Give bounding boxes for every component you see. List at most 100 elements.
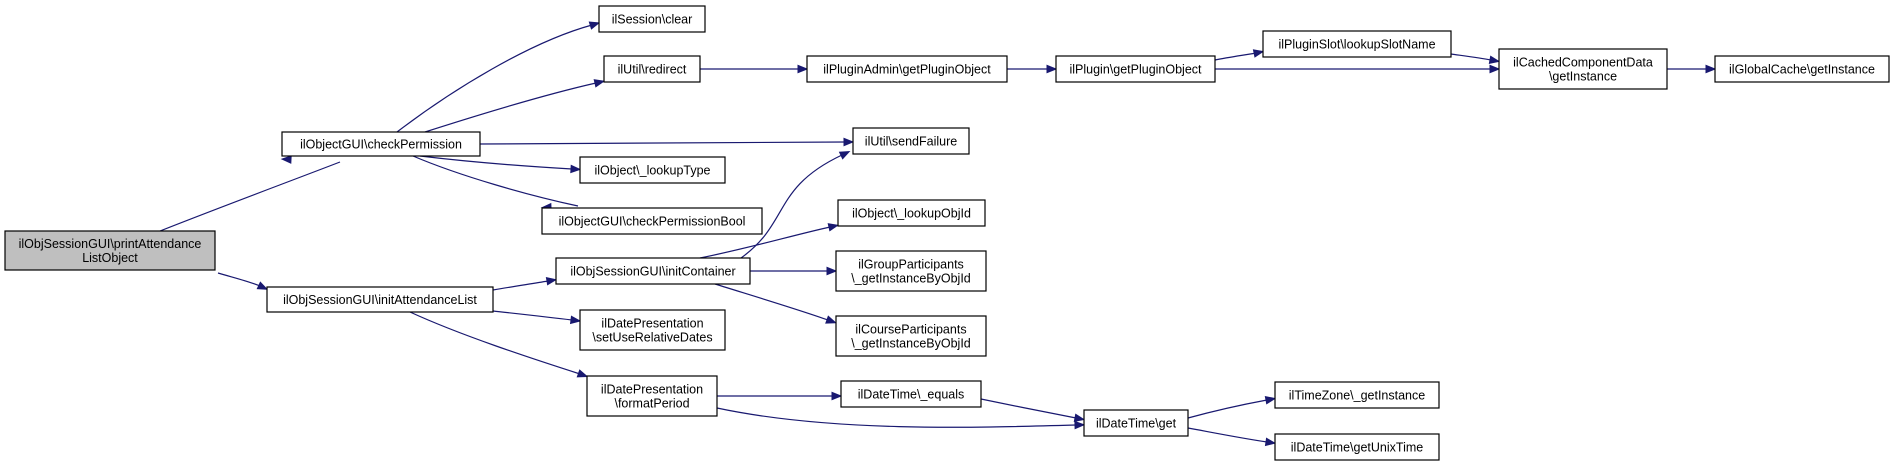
node-sendFailure[interactable]: ilUtil\sendFailure bbox=[852, 127, 970, 155]
node-lookupObjId[interactable]: ilObject\_lookupObjId bbox=[837, 199, 986, 227]
node-box bbox=[840, 380, 982, 408]
edge-initAttendanceList-to-initContainer bbox=[492, 276, 558, 291]
node-checkPermission[interactable]: ilObjectGUI\checkPermission bbox=[281, 131, 481, 157]
node-groupParticipants[interactable]: ilGroupParticipants\_getInstanceByObjId bbox=[835, 250, 987, 292]
node-formatPeriod[interactable]: ilDatePresentation\formatPeriod bbox=[586, 375, 718, 417]
edge-line bbox=[1214, 52, 1257, 61]
node-cachedComponent[interactable]: ilCachedComponentData\getInstance bbox=[1498, 48, 1668, 90]
arrowhead bbox=[545, 276, 558, 286]
edge-line bbox=[409, 311, 581, 375]
node-label: ilPluginAdmin\getPluginObject bbox=[823, 63, 991, 77]
arrowhead bbox=[1074, 420, 1086, 430]
node-box bbox=[1714, 55, 1890, 83]
arrowhead bbox=[838, 151, 851, 160]
arrowhead bbox=[1488, 55, 1501, 65]
node-lookupType[interactable]: ilObject\_lookupType bbox=[579, 156, 726, 184]
node-label: ilObjectGUI\checkPermissionBool bbox=[559, 215, 746, 229]
edge-dateTimeGet-to-timeZone bbox=[1187, 396, 1277, 419]
arrowhead bbox=[1264, 437, 1277, 447]
edge-line bbox=[419, 155, 573, 170]
node-box bbox=[1055, 55, 1216, 83]
node-courseParticipants[interactable]: ilCourseParticipants\_getInstanceByObjId bbox=[835, 315, 987, 357]
edge-line bbox=[424, 82, 597, 133]
node-getUnixTime[interactable]: ilDateTime\getUnixTime bbox=[1274, 433, 1440, 461]
edge-pluginGet-to-cachedComponent bbox=[1215, 64, 1501, 74]
edge-pluginGet-to-lookupSlotName bbox=[1214, 49, 1265, 61]
node-box bbox=[579, 156, 726, 184]
arrowhead bbox=[826, 266, 838, 276]
node-box bbox=[806, 55, 1008, 83]
node-box bbox=[281, 131, 481, 157]
edge-line bbox=[479, 141, 846, 145]
nodes-layer: ilObjSessionGUI\printAttendanceListObjec… bbox=[4, 5, 1890, 461]
edge-pluginAdminGet-to-pluginGet bbox=[1007, 64, 1058, 74]
node-box bbox=[266, 286, 494, 313]
node-sessionClear[interactable]: ilSession\clear bbox=[598, 5, 706, 33]
node-label: \setUseRelativeDates bbox=[592, 331, 712, 345]
node-pluginAdminGet[interactable]: ilPluginAdmin\getPluginObject bbox=[806, 55, 1008, 83]
node-box bbox=[1274, 381, 1440, 409]
edge-lookupSlotName-to-cachedComponent bbox=[1450, 53, 1501, 65]
node-label: \getInstance bbox=[1549, 70, 1617, 84]
edge-line bbox=[716, 407, 1077, 428]
node-label: ilDateTime\getUnixTime bbox=[1291, 441, 1423, 455]
arrowhead bbox=[843, 137, 855, 147]
node-printAttendance[interactable]: ilObjSessionGUI\printAttendanceListObjec… bbox=[4, 230, 216, 271]
node-initContainer[interactable]: ilObjSessionGUI\initContainer bbox=[555, 257, 751, 285]
node-label: ilGlobalCache\getInstance bbox=[1729, 63, 1875, 77]
node-globalCache[interactable]: ilGlobalCache\getInstance bbox=[1714, 55, 1890, 83]
arrowhead bbox=[576, 369, 589, 378]
edge-cachedComponent-to-globalCache bbox=[1667, 64, 1717, 74]
node-label: ListObject bbox=[82, 251, 138, 265]
edge-line bbox=[714, 283, 829, 321]
node-setUseRelativeDates[interactable]: ilDatePresentation\setUseRelativeDates bbox=[579, 309, 726, 351]
edge-initAttendanceList-to-formatPeriod bbox=[409, 311, 589, 378]
node-box bbox=[541, 207, 763, 235]
arrowhead bbox=[1252, 49, 1265, 58]
node-lookupSlotName[interactable]: ilPluginSlot\lookupSlotName bbox=[1262, 30, 1452, 58]
edge-printAttendance-to-initAttendanceList bbox=[217, 272, 269, 290]
node-box bbox=[1498, 48, 1668, 90]
edge-checkPermission-to-checkPermissionBool bbox=[412, 155, 579, 212]
node-label: ilCourseParticipants bbox=[855, 323, 966, 337]
node-box bbox=[852, 127, 970, 155]
node-label: ilObjSessionGUI\initAttendanceList bbox=[283, 293, 477, 307]
node-box bbox=[1274, 433, 1440, 461]
node-box bbox=[835, 315, 987, 357]
edge-formatPeriod-to-dateTimeGet bbox=[716, 407, 1086, 430]
edge-line bbox=[699, 226, 831, 259]
node-timeZone[interactable]: ilTimeZone\_getInstance bbox=[1274, 381, 1440, 409]
edges-layer bbox=[159, 21, 1717, 447]
node-label: ilGroupParticipants bbox=[858, 258, 964, 272]
arrowhead bbox=[569, 315, 582, 325]
node-redirect[interactable]: ilUtil\redirect bbox=[603, 55, 701, 83]
arrowhead bbox=[797, 64, 809, 74]
edge-line bbox=[980, 398, 1077, 419]
node-box bbox=[835, 250, 987, 292]
node-label: ilTimeZone\_getInstance bbox=[1289, 389, 1425, 403]
node-box bbox=[837, 199, 986, 227]
node-checkPermissionBool[interactable]: ilObjectGUI\checkPermissionBool bbox=[541, 207, 763, 235]
node-box bbox=[598, 5, 706, 33]
node-label: ilUtil\sendFailure bbox=[865, 135, 957, 149]
node-box bbox=[579, 309, 726, 351]
arrowhead bbox=[1264, 396, 1277, 405]
node-label: \_getInstanceByObjId bbox=[851, 272, 971, 286]
arrowhead bbox=[588, 21, 601, 30]
arrowhead bbox=[593, 79, 606, 88]
node-box bbox=[555, 257, 751, 285]
arrowhead bbox=[280, 155, 292, 164]
node-initAttendanceList[interactable]: ilObjSessionGUI\initAttendanceList bbox=[266, 286, 494, 313]
node-label: ilObject\_lookupType bbox=[594, 164, 710, 178]
node-dateTimeGet[interactable]: ilDateTime\get bbox=[1083, 409, 1189, 437]
edge-line bbox=[1187, 427, 1268, 443]
edge-initAttendanceList-to-setUseRelativeDates bbox=[492, 310, 582, 325]
node-dateTimeEquals[interactable]: ilDateTime\_equals bbox=[840, 380, 982, 408]
node-pluginGet[interactable]: ilPlugin\getPluginObject bbox=[1055, 55, 1216, 83]
edge-checkPermission-to-sendFailure bbox=[479, 137, 855, 147]
node-box bbox=[1083, 409, 1189, 437]
arrowhead bbox=[827, 223, 840, 232]
node-label: ilUtil\redirect bbox=[618, 63, 687, 77]
node-label: ilObjectGUI\checkPermission bbox=[300, 138, 462, 152]
